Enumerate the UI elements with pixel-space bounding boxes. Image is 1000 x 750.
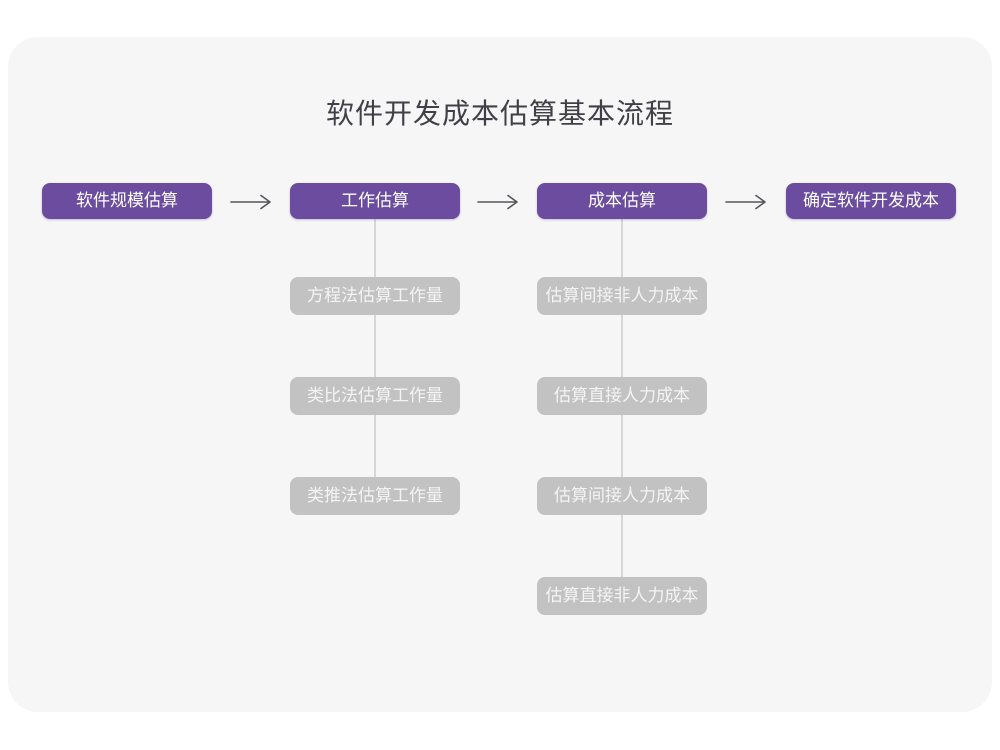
substep-estimate-indirect-non-labor-cost: 估算间接非人力成本	[537, 277, 707, 315]
arrow-right-icon	[725, 194, 766, 210]
arrow-right-icon	[477, 194, 518, 210]
substep-estimate-direct-labor-cost: 估算直接人力成本	[537, 377, 707, 415]
stage-software-size-estimation: 软件规模估算	[42, 183, 212, 219]
flowchart-card: 软件开发成本估算基本流程 软件规模估算 工作估算 成本估算 确定软件开发成本 方…	[8, 37, 992, 712]
work-substeps-connector-line	[374, 219, 376, 497]
substep-analogy-method-estimate-workload: 类比法估算工作量	[290, 377, 460, 415]
substep-extrapolation-method-estimate-workload: 类推法估算工作量	[290, 477, 460, 515]
page-title: 软件开发成本估算基本流程	[325, 98, 674, 129]
stage-cost-estimation: 成本估算	[537, 183, 707, 219]
substep-estimate-direct-non-labor-cost: 估算直接非人力成本	[537, 577, 707, 615]
stage-determine-software-development-cost: 确定软件开发成本	[786, 183, 956, 219]
substep-equation-method-estimate-workload: 方程法估算工作量	[290, 277, 460, 315]
substep-estimate-indirect-labor-cost: 估算间接人力成本	[537, 477, 707, 515]
arrow-right-icon	[230, 194, 271, 210]
stage-work-estimation: 工作估算	[290, 183, 460, 219]
